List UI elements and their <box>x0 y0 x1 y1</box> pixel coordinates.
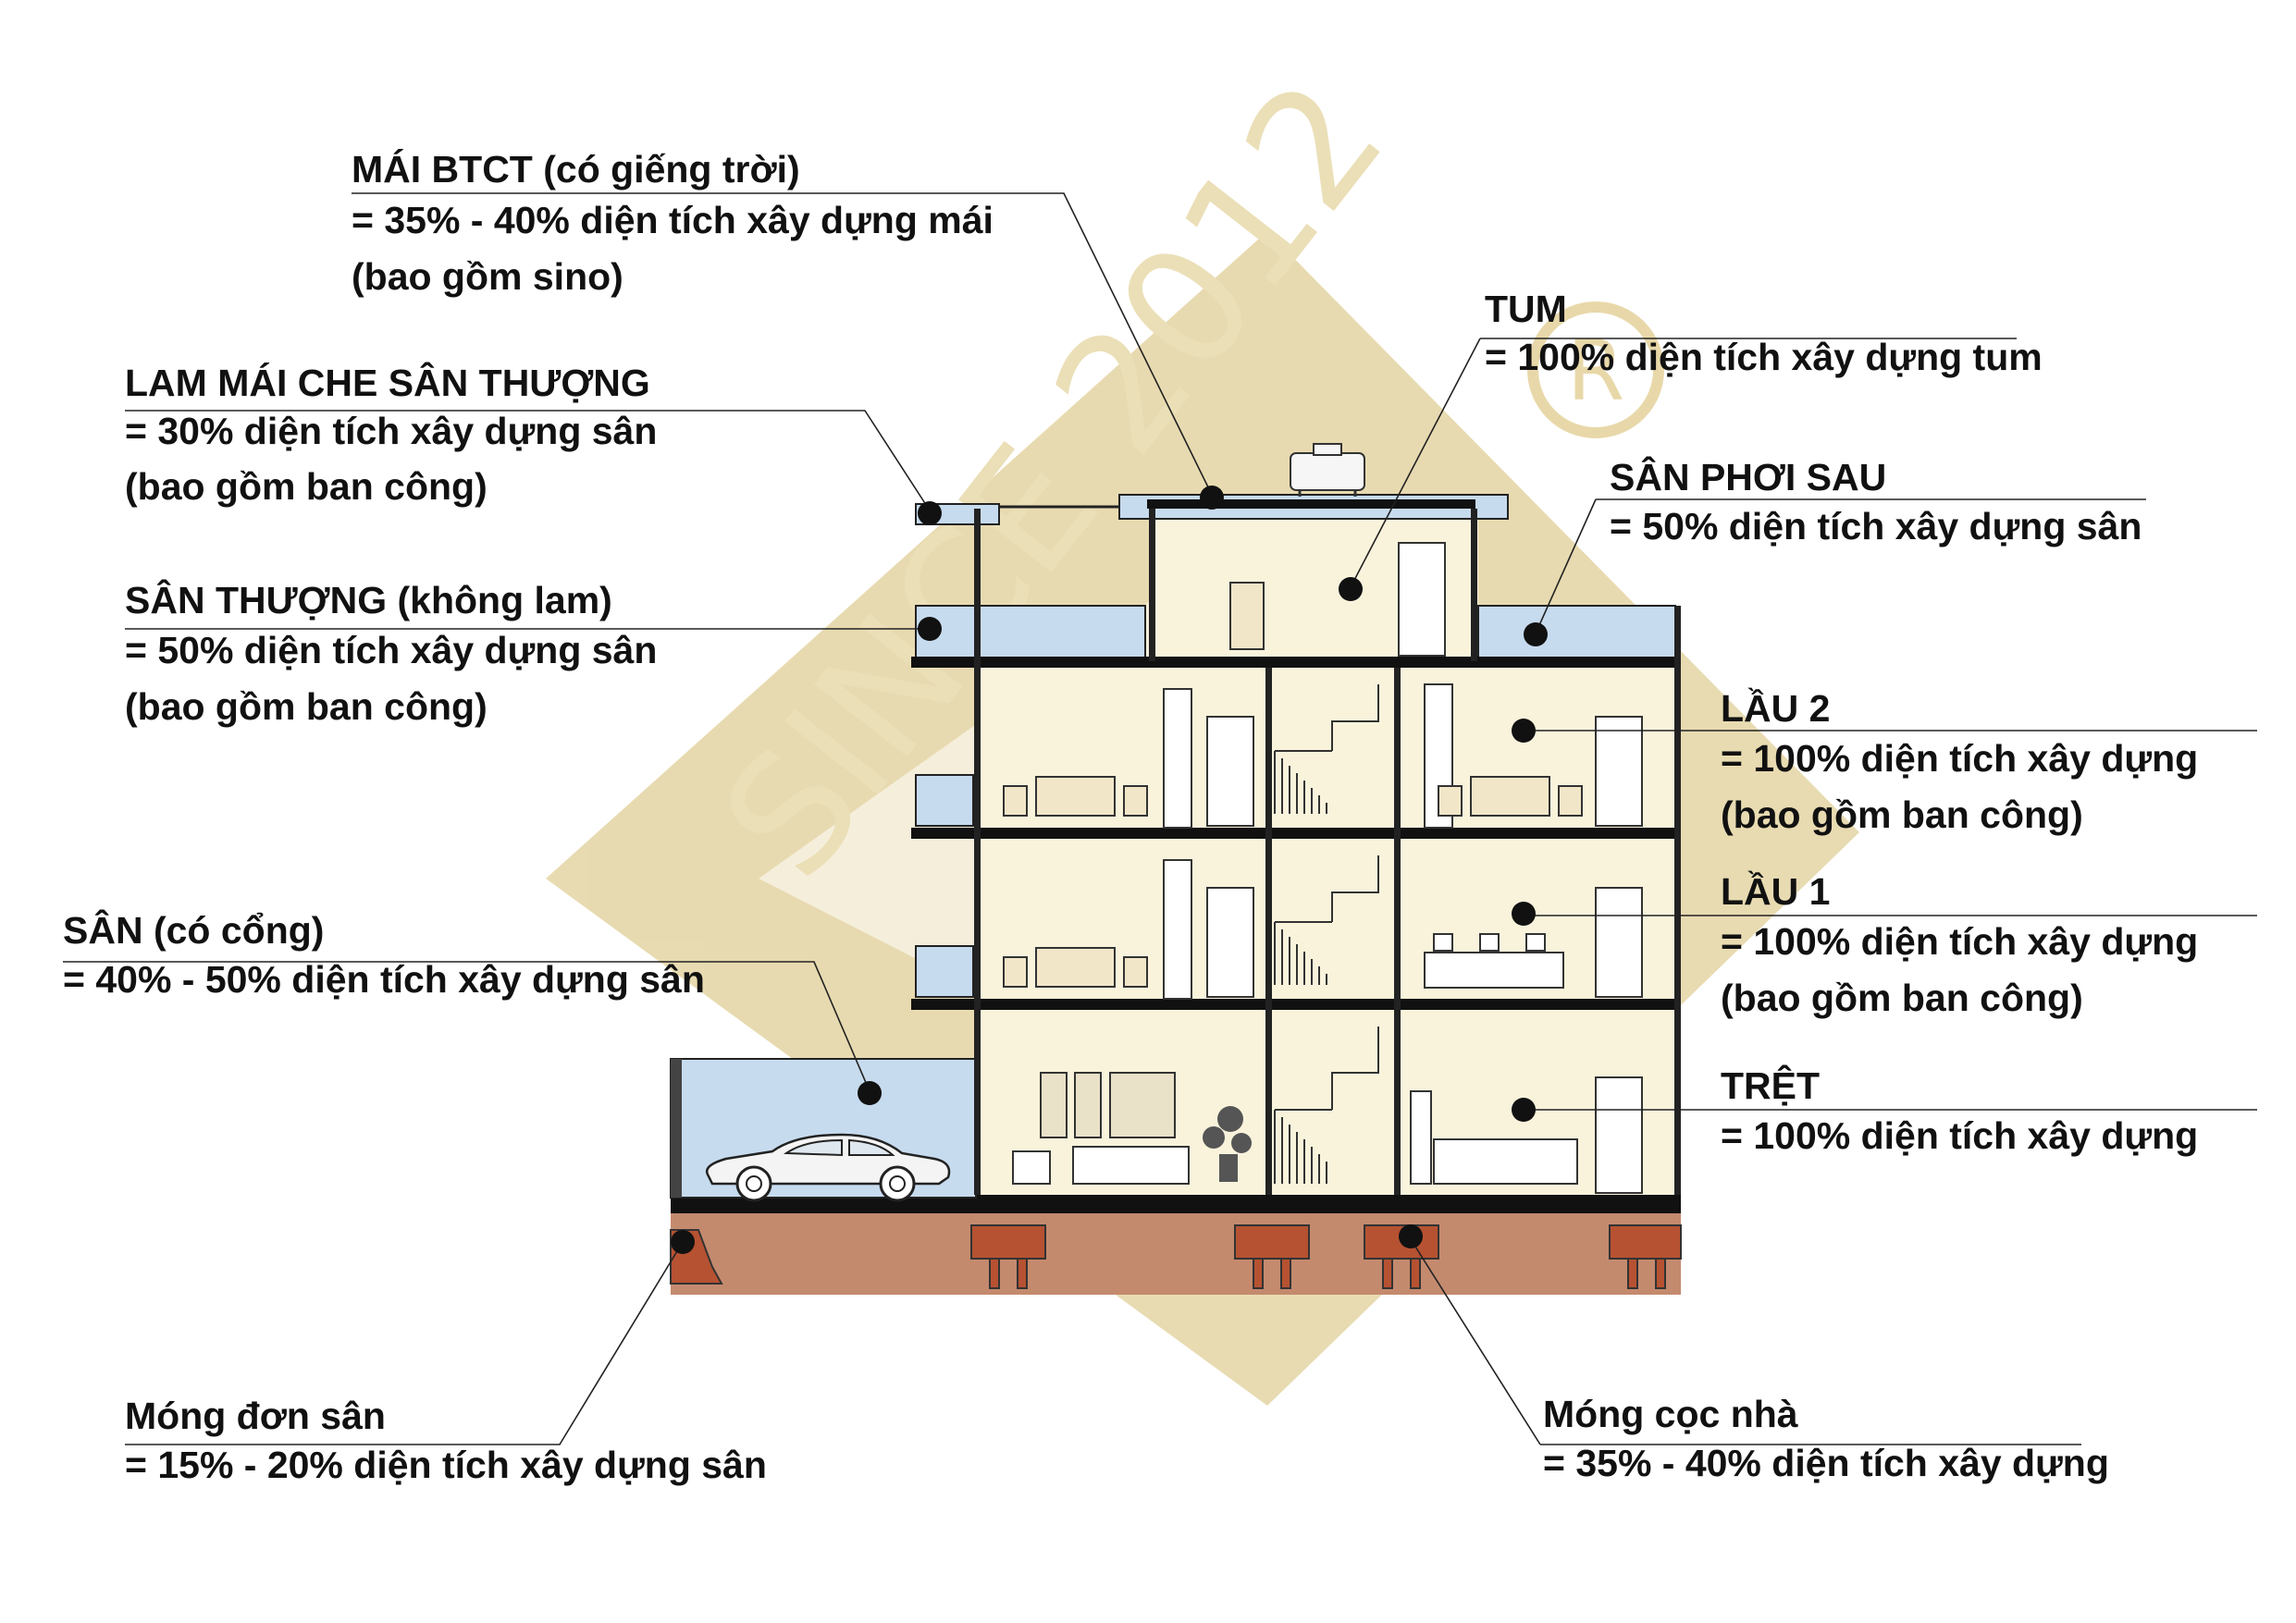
label-san-thuong-title: SÂN THƯỢNG (không lam) <box>125 579 612 621</box>
label-lau-1-title: LẦU 1 <box>1721 870 1830 913</box>
dot-san-phoi-sau <box>1524 622 1548 646</box>
pile-cap <box>1609 1224 1682 1260</box>
label-tret-ratio: = 100% diện tích xây dựng <box>1721 1114 2198 1157</box>
dot-lam-mai <box>918 501 942 525</box>
label-mong-coc-ratio: = 35% - 40% diện tích xây dựng <box>1543 1442 2109 1484</box>
dot-tum <box>1339 577 1363 601</box>
roof-terrace <box>915 605 1146 660</box>
slab-floor-2 <box>911 828 1681 839</box>
slab-tum-roof <box>1147 499 1475 509</box>
label-mong-don-title: Móng đơn sân <box>125 1395 386 1437</box>
label-lau-2-title: LẦU 2 <box>1721 687 1830 730</box>
column-tum-left <box>1149 509 1155 661</box>
watermark-registered-circle <box>1527 301 1664 438</box>
label-lau-2-note: (bao gồm ban công) <box>1721 793 2083 836</box>
leaders <box>63 192 2257 1445</box>
dot-lau-1 <box>1512 902 1536 926</box>
column-stair-left <box>1265 668 1272 1195</box>
slab-floor-1 <box>911 999 1681 1010</box>
balcony-floor-1 <box>915 945 974 998</box>
label-mai-btct-title: MÁI BTCT (có giếng trời) <box>352 148 800 191</box>
pile <box>1655 1258 1666 1289</box>
pile <box>1627 1258 1638 1289</box>
foundation <box>670 1195 1682 1295</box>
label-san-phoi-sau-title: SÂN PHƠI SAU <box>1610 456 1886 498</box>
front-yard <box>670 1058 977 1202</box>
leader-mong-don <box>125 1241 684 1445</box>
dot-mong-don <box>671 1230 695 1254</box>
leader-mong-coc <box>1410 1238 2081 1445</box>
label-mong-coc-title: Móng cọc nhà <box>1543 1393 1798 1435</box>
label-san-thuong-note: (bao gồm ban công) <box>125 685 488 728</box>
label-san-thuong-ratio: = 50% diện tích xây dựng sân <box>125 629 657 671</box>
altar-icon <box>1229 582 1265 650</box>
gate <box>671 1059 682 1198</box>
leader-san-phoi-sau <box>1535 498 2146 634</box>
pile-cap <box>1234 1224 1310 1260</box>
plant-icon <box>1203 1106 1252 1182</box>
dot-san-co-cong <box>858 1081 882 1105</box>
leader-tum <box>1350 338 2017 588</box>
pile <box>1017 1258 1028 1289</box>
slab-roof-terrace <box>911 657 1681 668</box>
pile <box>989 1258 1000 1289</box>
dot-mai-btct <box>1200 486 1224 510</box>
pile <box>1280 1258 1291 1289</box>
balcony-floor-2 <box>915 774 974 827</box>
pile <box>1382 1258 1393 1289</box>
car-icon <box>705 1133 951 1202</box>
marker-dots <box>671 486 1548 1254</box>
pile-cap <box>970 1224 1046 1260</box>
label-tret-title: TRỆT <box>1721 1064 1820 1107</box>
label-san-co-cong-ratio: = 40% - 50% diện tích xây dựng sân <box>63 958 705 1001</box>
water-tank-icon <box>1290 443 1365 497</box>
dot-san-thuong <box>918 617 942 641</box>
label-mai-btct-ratio: = 35% - 40% diện tích xây dựng mái <box>352 199 994 241</box>
label-lam-mai-ratio: = 30% diện tích xây dựng sân <box>125 410 657 452</box>
label-lam-mai-title: LAM MÁI CHE SÂN THƯỢNG <box>125 362 650 404</box>
floor-slabs <box>911 499 1681 1010</box>
dot-lau-2 <box>1512 719 1536 743</box>
label-lau-2-ratio: = 100% diện tích xây dựng <box>1721 737 2198 780</box>
painting-icon <box>1040 1072 1176 1138</box>
soil <box>671 1211 1681 1295</box>
label-mong-don-ratio: = 15% - 20% diện tích xây dựng sân <box>125 1444 767 1486</box>
label-mai-btct-note: (bao gồm sino) <box>352 255 623 298</box>
sofa-icon <box>1012 1146 1190 1185</box>
labels: MÁI BTCT (có giếng trời) = 35% - 40% diệ… <box>63 148 2198 1486</box>
dot-tret <box>1512 1098 1536 1122</box>
column-tum-right <box>1471 509 1477 661</box>
column-stair-right <box>1394 668 1401 1195</box>
label-lam-mai-note: (bao gồm ban công) <box>125 465 488 508</box>
kitchen-icon <box>1410 1090 1578 1185</box>
label-san-co-cong-title: SÂN (có cổng) <box>63 909 324 952</box>
pile <box>1410 1258 1421 1289</box>
desk-icon <box>1424 933 1564 989</box>
label-san-phoi-sau-ratio: = 50% diện tích xây dựng sân <box>1610 505 2142 547</box>
column-rear <box>1674 606 1681 1195</box>
label-tum-ratio: = 100% diện tích xây dựng tum <box>1485 336 2043 378</box>
rear-drying-yard <box>1477 605 1676 660</box>
pile <box>1253 1258 1264 1289</box>
label-lau-1-ratio: = 100% diện tích xây dựng <box>1721 920 2198 963</box>
stair-icon <box>1274 684 1379 1184</box>
label-tum-title: TUM <box>1485 288 1567 330</box>
column-front <box>974 509 981 1195</box>
ground-slab <box>671 1195 1681 1213</box>
leader-san-co-cong <box>63 961 870 1092</box>
leader-mai-btct <box>352 192 1213 496</box>
building <box>911 443 1681 1195</box>
leader-lam-mai <box>125 410 931 511</box>
columns <box>974 509 1681 1195</box>
label-lau-1-note: (bao gồm ban công) <box>1721 977 2083 1019</box>
bed-icon <box>1003 776 1583 988</box>
dot-mong-coc <box>1399 1224 1423 1248</box>
